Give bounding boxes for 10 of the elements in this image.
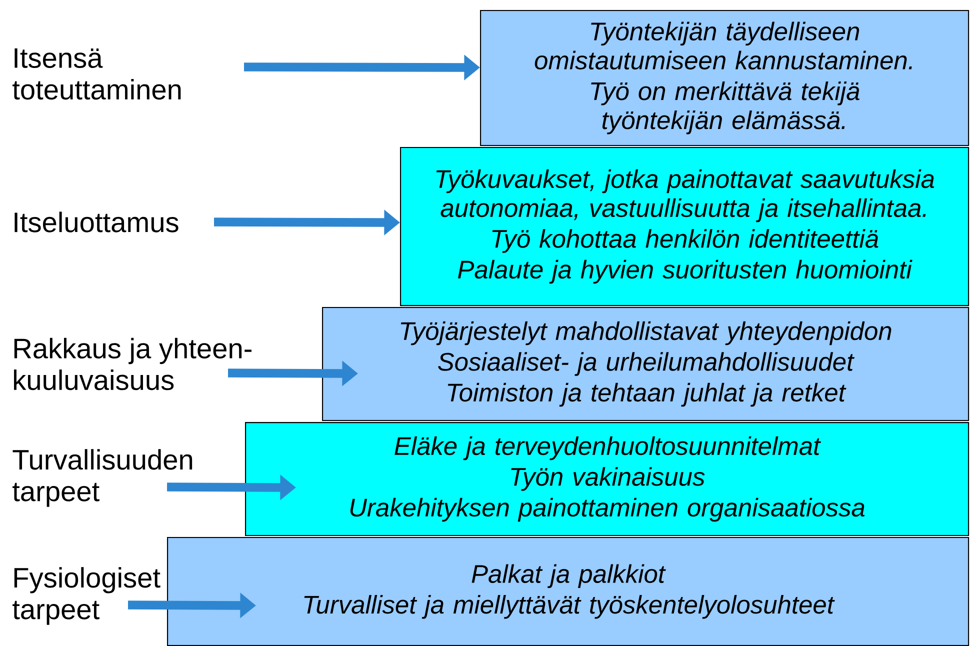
level-box: Eläke ja terveydenhuoltosuunnitelmat Työn vakinaisuus Urakehityksen painottaminen organisaatiossa: [245, 422, 970, 536]
level-box: Työjärjestelyt mahdollistavat yhteydenpidon Sosiaaliset- ja urheilumahdollisuudet Toimiston ja tehtaan juhlat ja retket: [322, 307, 970, 422]
level-label: Fysiologiset tarpeet: [12, 567, 160, 625]
level-label: Itseluottamus: [14, 212, 178, 232]
level-box: Palkat ja palkkiot Turvalliset ja miellyttävät työskentelyolosuhteet: [167, 537, 970, 646]
level-box: Työntekijän täydelliseen omistautumiseen kannustaminen. Työ on merkittävä tekijä työntekijän elämässä.: [480, 10, 970, 146]
level-box: Työkuvaukset, jotka painottavat saavutuksia autonomiaa, vastuullisuutta ja itsehallintaa. Työ kohottaa henkilön identiteettiä Palaute ja hyvien suoritusten huomiointi: [400, 147, 970, 306]
level-label: Rakkaus ja yhteen- kuuluvaisuus: [14, 338, 252, 390]
level-label: Turvallisuuden tarpeet: [12, 449, 192, 507]
level-label: Itsensä toteuttaminen: [12, 48, 181, 100]
